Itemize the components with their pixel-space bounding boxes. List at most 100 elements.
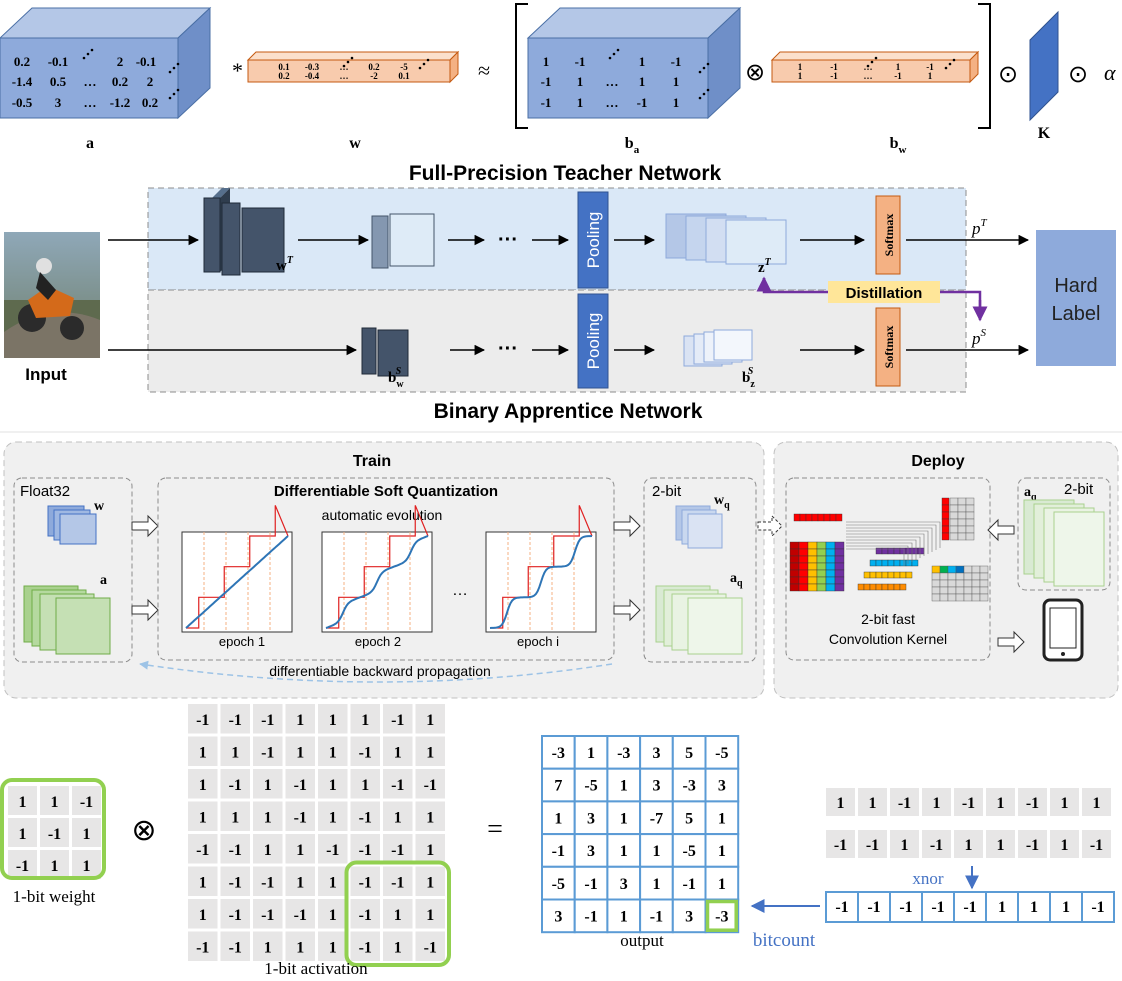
student-softmax-label: Softmax (882, 326, 896, 369)
activation-value: 1 (231, 810, 239, 827)
activation-value: -1 (261, 875, 274, 892)
bzS-label: bzS (742, 366, 755, 390)
activation-value: -1 (261, 745, 274, 762)
xnor-cell (890, 830, 919, 858)
student-dots: ··· (498, 338, 518, 360)
activation-cell (220, 769, 250, 799)
activation-cell (188, 801, 218, 831)
output-cell (541, 735, 576, 770)
output-value: -7 (650, 810, 663, 827)
activation-value: 1 (199, 777, 207, 794)
matrix-value: … (606, 95, 619, 110)
activation-cell (350, 801, 380, 831)
matrix-value: 1 (928, 71, 933, 81)
xnor-value: -1 (1090, 837, 1103, 854)
matrix-value: … (84, 95, 97, 110)
activation-cell (220, 866, 250, 896)
activation-cell (188, 899, 218, 929)
activation-value: -1 (229, 842, 242, 859)
tensor-a (0, 6, 212, 120)
xnor-cell (1082, 788, 1111, 816)
wT-label: wT (276, 255, 294, 274)
activation-cell (253, 736, 283, 766)
matrix-value: 1 (798, 71, 803, 81)
activation-value: 1 (394, 810, 402, 827)
matrix-value: -1 (671, 54, 682, 69)
xnor-equals: = (487, 814, 503, 845)
weight-label: 1-bit weight (13, 887, 96, 906)
xnor-cell (1050, 830, 1079, 858)
teacher-pooling (577, 191, 609, 289)
float-w-maps (47, 505, 97, 545)
xnor-value: -1 (1026, 795, 1039, 812)
matrix-value: 1 (798, 62, 803, 72)
activation-value: -1 (261, 712, 274, 729)
activation-cell (350, 769, 380, 799)
output-value: -1 (682, 876, 695, 893)
activation-value: 1 (361, 777, 369, 794)
xnor-value: 1 (1093, 795, 1101, 812)
activation-highlight (344, 860, 451, 967)
activation-value: -1 (196, 842, 209, 859)
activation-cell (220, 736, 250, 766)
matrix-value: … (340, 71, 349, 81)
left-bracket (515, 3, 528, 129)
float-a-maps (23, 585, 111, 655)
activation-value: 1 (264, 777, 272, 794)
weight-cell (8, 786, 37, 815)
output-value: 3 (587, 843, 595, 860)
activation-cell (253, 704, 283, 734)
output-value: 1 (620, 909, 628, 926)
activation-value: -1 (294, 907, 307, 924)
teacher-softmax-label: Softmax (882, 214, 896, 257)
output-value: 5 (685, 745, 693, 762)
pT-label: pT (971, 217, 988, 238)
activation-cell (285, 866, 315, 896)
matrix-value: 0.1 (398, 71, 410, 81)
activation-value: -1 (359, 940, 372, 957)
weight-value: 1 (19, 794, 27, 811)
activation-value: -1 (196, 712, 209, 729)
xnor-value: -1 (963, 899, 976, 916)
matrix-value: 1 (639, 54, 646, 69)
activation-value: -1 (294, 777, 307, 794)
activation-cell (383, 931, 413, 961)
matrix-value: -1 (637, 95, 648, 110)
activation-value: 1 (426, 810, 434, 827)
xnor-value: -1 (1091, 899, 1104, 916)
hard-label-line1: Hard (1054, 275, 1097, 297)
matrix-value: -1 (575, 54, 586, 69)
activation-cell (188, 736, 218, 766)
activation-value: -1 (391, 777, 404, 794)
matrix-value: 2 (117, 54, 124, 69)
xnor-value: -1 (931, 899, 944, 916)
output-value: -5 (715, 745, 728, 762)
weight-value: 1 (51, 794, 59, 811)
alpha-symbol: α (1104, 60, 1116, 85)
quantized-box (643, 477, 757, 663)
output-value: 1 (554, 810, 562, 827)
xnor-cell (1050, 788, 1079, 816)
matrix-value: … (864, 71, 873, 81)
output-cell (671, 898, 707, 934)
xnor-value: 1 (1062, 899, 1070, 916)
xnor-value: -1 (898, 795, 911, 812)
weight-value: 1 (19, 826, 27, 843)
xnor-cell (825, 891, 859, 923)
deploy-aq-maps (1023, 499, 1105, 587)
label-w: w (349, 135, 361, 152)
xnor-value: 1 (1061, 837, 1069, 854)
output-cell (704, 898, 740, 934)
activation-cell (318, 931, 348, 961)
xnor-cell (858, 788, 887, 816)
distillation-label: Distillation (846, 285, 923, 302)
activation-value: 1 (329, 940, 337, 957)
kernel-box (785, 477, 991, 661)
xnor-cell (954, 830, 983, 858)
activation-value: -1 (391, 875, 404, 892)
activation-value: 1 (329, 875, 337, 892)
